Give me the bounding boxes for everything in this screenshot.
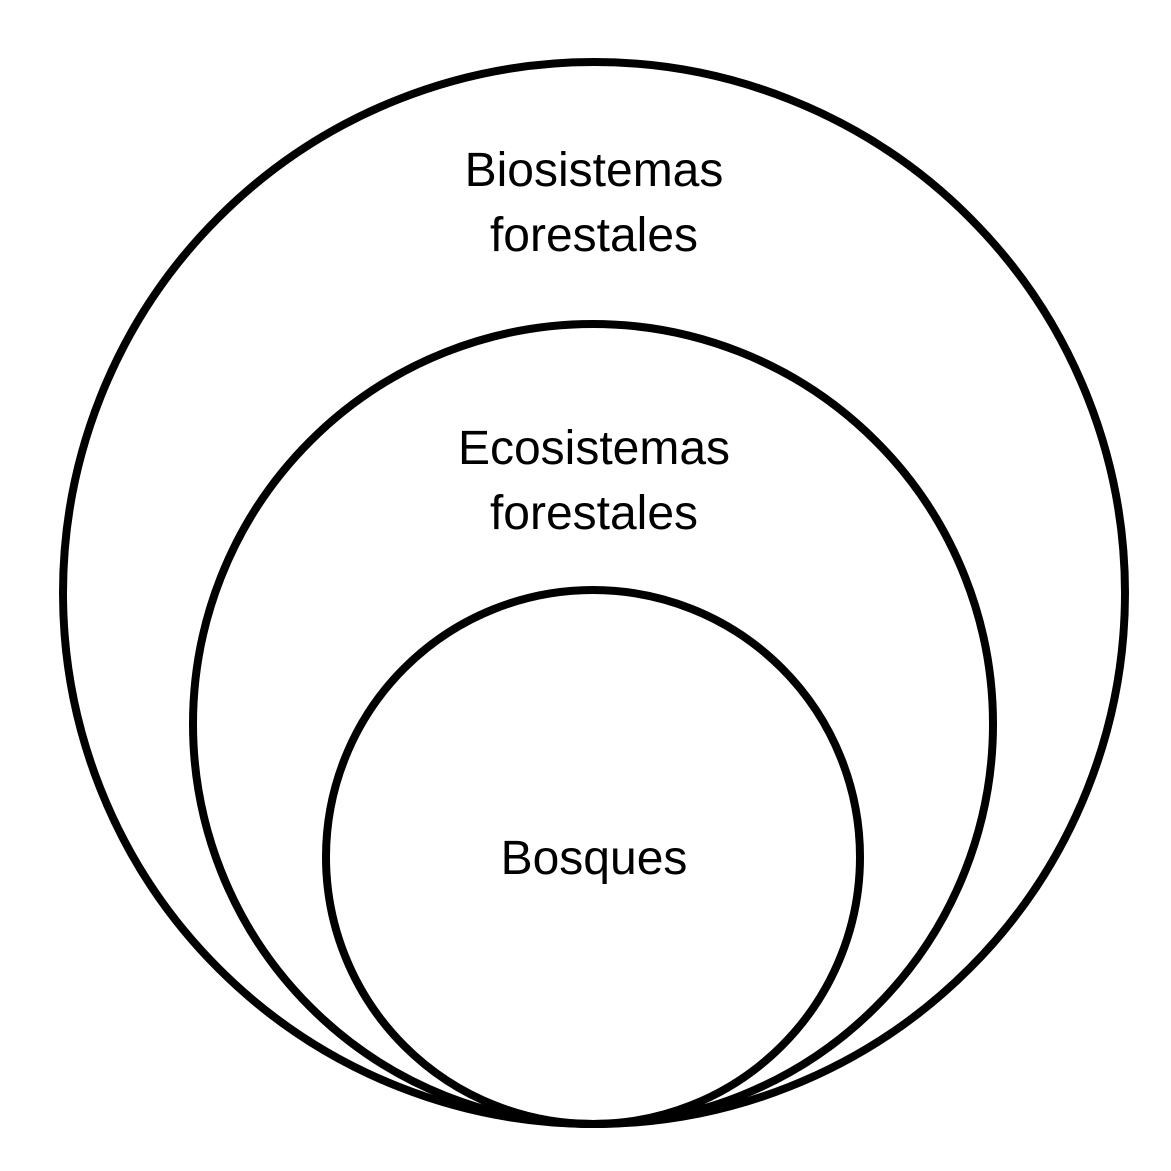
label-biosistemas-line2: forestales xyxy=(490,209,698,262)
label-biosistemas-line1: Biosistemas xyxy=(465,144,724,197)
label-bosques: Bosques xyxy=(501,832,688,885)
label-ecosistemas-line1: Ecosistemas xyxy=(458,422,730,475)
label-ecosistemas-line2: forestales xyxy=(490,487,698,540)
circle-bosques xyxy=(322,586,864,1128)
